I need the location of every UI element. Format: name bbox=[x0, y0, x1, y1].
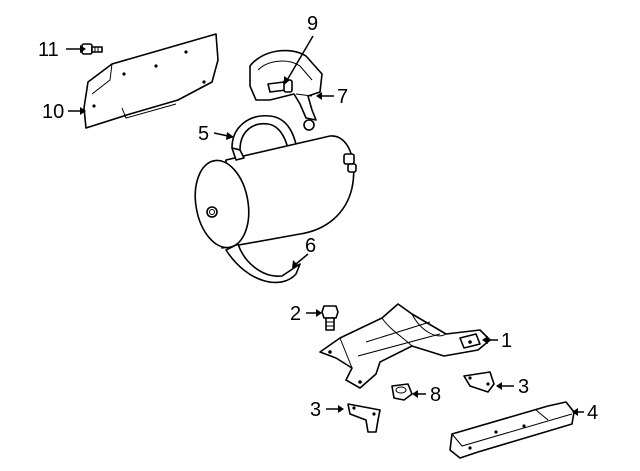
lower-rail-part-4 bbox=[449, 401, 575, 459]
callout-7: 7 bbox=[337, 86, 348, 108]
small-bracket-left-part-3 bbox=[347, 403, 381, 433]
air-tank bbox=[194, 135, 357, 249]
callout-3-left: 3 bbox=[310, 399, 321, 421]
callout-10: 10 bbox=[42, 101, 64, 123]
callout-2: 2 bbox=[290, 303, 301, 325]
callout-4: 4 bbox=[587, 402, 598, 424]
callout-9: 9 bbox=[307, 13, 318, 35]
bolt-part-11 bbox=[81, 43, 103, 55]
small-bracket-right-part-3 bbox=[463, 371, 495, 393]
nut-part-8 bbox=[391, 383, 413, 401]
callout-1: 1 bbox=[501, 330, 512, 352]
leader-arrows bbox=[66, 35, 584, 416]
callout-3-right: 3 bbox=[518, 376, 529, 398]
callout-8: 8 bbox=[430, 384, 441, 406]
lower-strap-part-6 bbox=[225, 243, 301, 284]
bolt-part-2 bbox=[321, 305, 339, 331]
callout-6: 6 bbox=[305, 235, 316, 257]
heat-shield-part-10 bbox=[83, 33, 219, 129]
callout-11: 11 bbox=[38, 39, 59, 61]
mounting-frame-part-1 bbox=[319, 303, 491, 389]
callout-5: 5 bbox=[198, 123, 209, 145]
